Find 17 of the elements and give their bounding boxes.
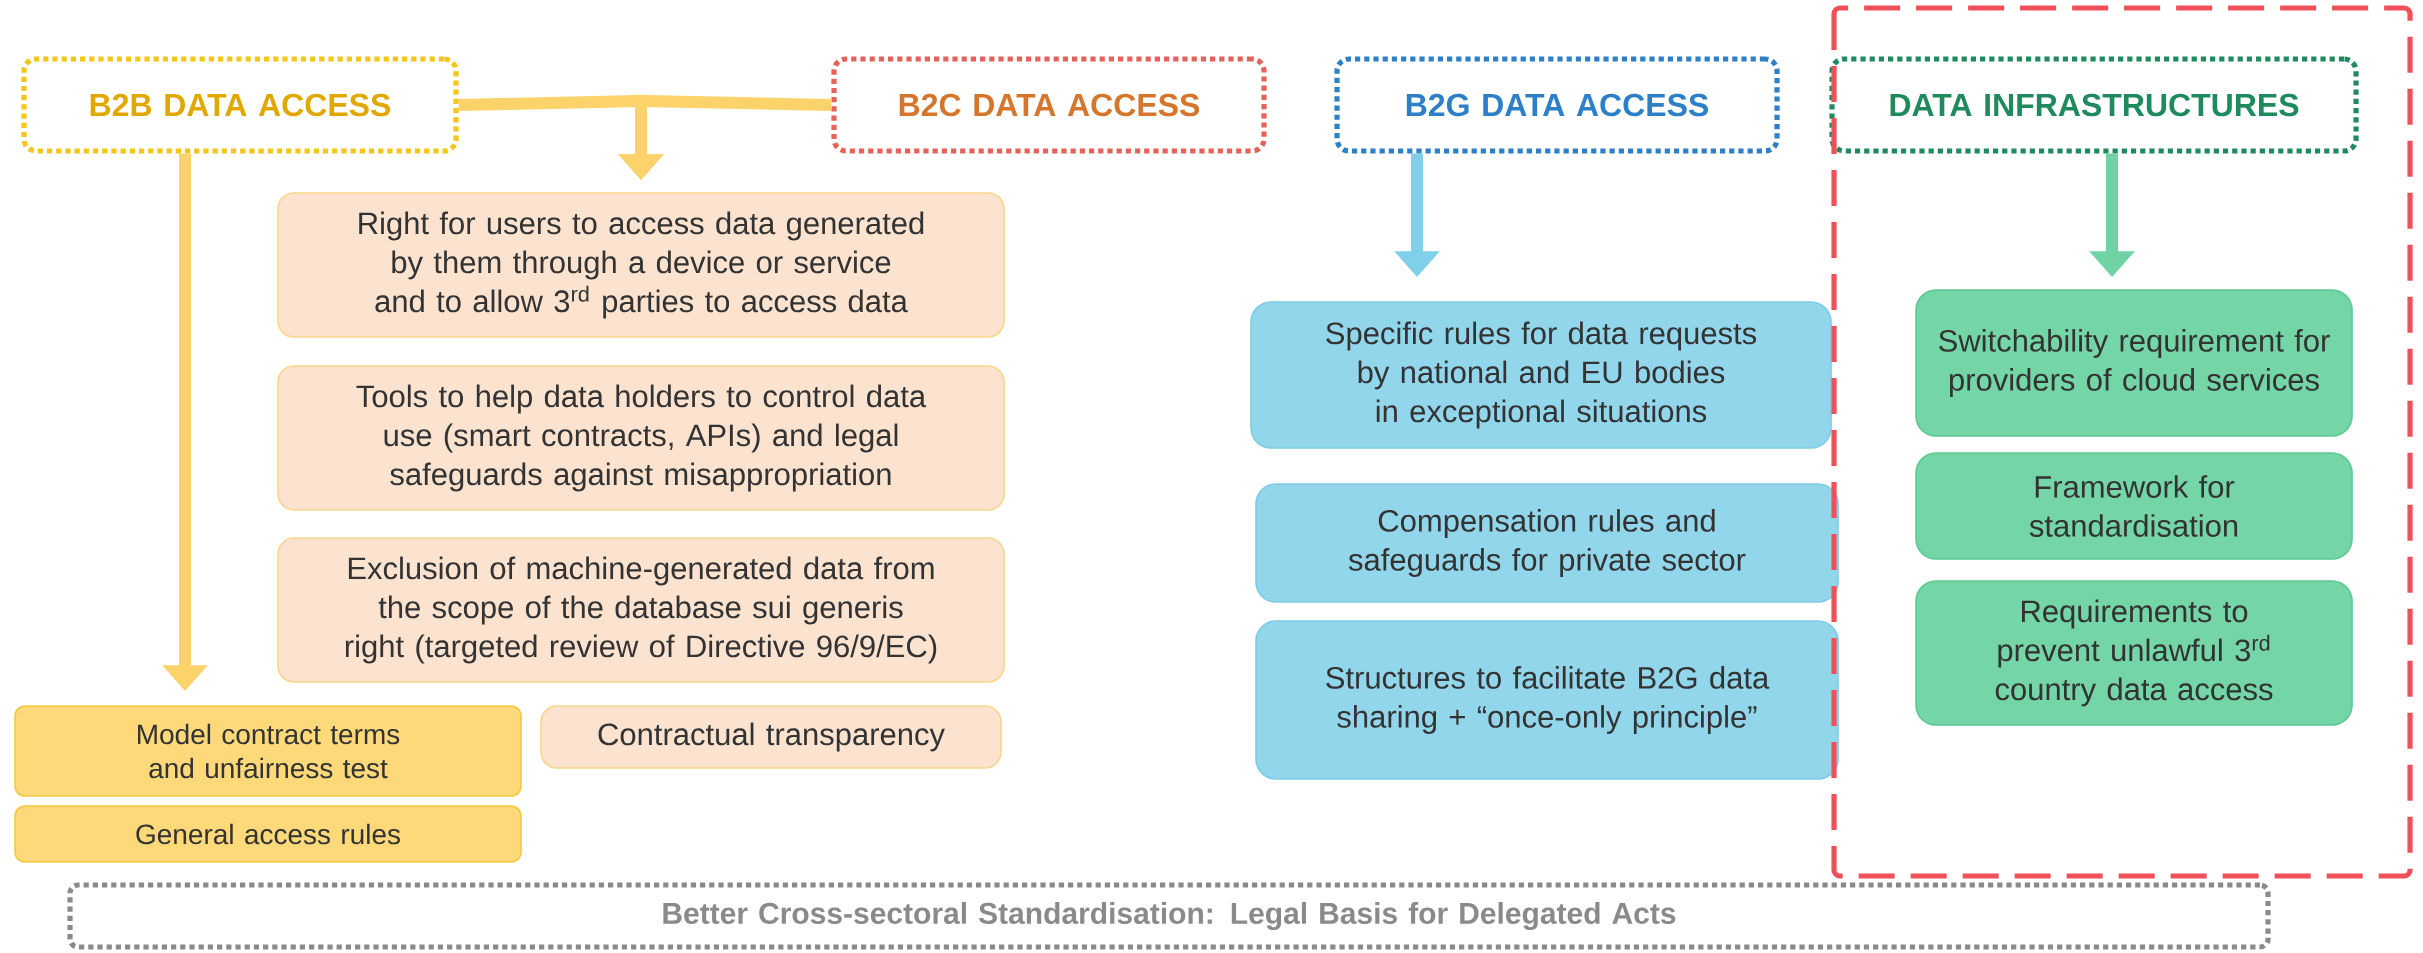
- title-box: B2C DATA ACCESS: [831, 56, 1267, 154]
- text-box: Requirements to prevent unlawful 3$^{rd}$ country data access: [1915, 580, 2353, 726]
- title-box: DATA INFRASTRUCTURES: [1829, 56, 2359, 154]
- text-box: Tools to help data holders to control data use (smart contracts, APIs) and legal safeguards against misappropriation: [277, 365, 1005, 511]
- text-box: Contractual transparency: [540, 705, 1002, 769]
- text-box: Compensation rules and safeguards for private sector: [1255, 483, 1839, 603]
- text-box: Switchability requirement for providers of cloud services: [1915, 289, 2353, 437]
- title-box: B2B DATA ACCESS: [21, 56, 459, 154]
- text-box: Framework for standardisation: [1915, 452, 2353, 560]
- text-box: Model contract terms and unfairness test: [14, 705, 522, 797]
- title-box: B2G DATA ACCESS: [1334, 56, 1780, 154]
- text-box: Exclusion of machine-generated data from the scope of the database sui generis right (targeted review of Directive 96/9/EC): [277, 537, 1005, 683]
- text-box: Right for users to access data generated by them through a device or service and to allow 3$^{rd}$ parties to access data: [277, 192, 1005, 338]
- text-box: General access rules: [14, 805, 522, 863]
- text-box: Structures to facilitate B2G data sharing + “once-only principle”: [1255, 620, 1839, 780]
- text-box: Specific rules for data requests by national and EU bodies in exceptional situations: [1250, 301, 1832, 449]
- banner-box: Better Cross-sectoral Standardisation: Legal Basis for Delegated Acts: [67, 882, 2271, 950]
